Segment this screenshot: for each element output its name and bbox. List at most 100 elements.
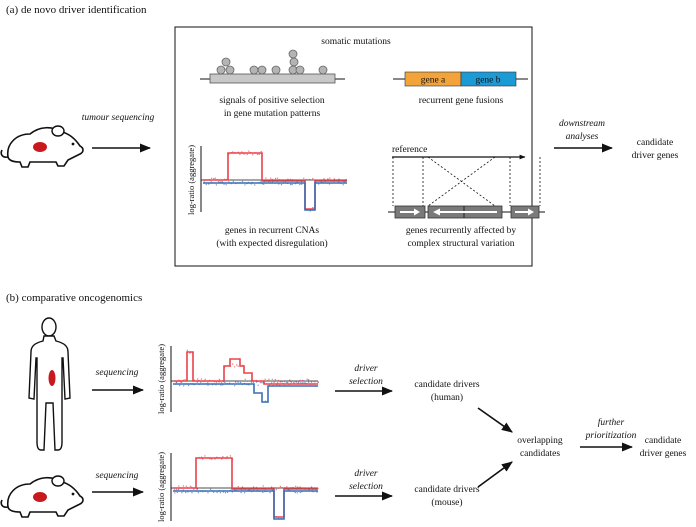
- cna-probe-dot: [178, 485, 180, 487]
- mouse-icon-a: [0, 125, 84, 168]
- cna-probe-dot: [186, 349, 189, 352]
- tumour-icon-a: [33, 142, 47, 152]
- cna-probe-dot: [252, 381, 255, 384]
- cna-probe-dot: [257, 384, 259, 386]
- cna-probe-dot: [278, 179, 281, 181]
- cna-probe-dot: [241, 486, 244, 488]
- cna-probe-dot: [270, 177, 272, 179]
- cna-probe-dot: [268, 378, 270, 380]
- cna-probe-dot: [215, 184, 218, 186]
- cna-probe-dot: [213, 177, 215, 180]
- cna-probe-dot: [256, 153, 259, 156]
- cna-probe-dot: [241, 180, 244, 183]
- cna-probe-dot: [185, 485, 187, 487]
- cna-probe-dot: [299, 184, 301, 186]
- cna-probe-dot: [302, 379, 304, 382]
- cna-probe-dot: [218, 378, 221, 381]
- cna-probe-dot: [254, 184, 256, 186]
- cna-a-loss-trace: [203, 182, 347, 211]
- candidates-mouse-2: (mouse): [431, 497, 462, 508]
- section-b-title: (b) comparative oncogenomics: [6, 292, 142, 304]
- cna-probe-dot: [196, 488, 199, 490]
- sequencing-human-label: sequencing: [96, 368, 139, 378]
- cna-mouse-gain-trace: [173, 457, 318, 518]
- cna-probe-dot: [252, 486, 255, 488]
- cna-probe-dot: [189, 485, 192, 487]
- driver-selection-human-2: selection: [349, 377, 383, 387]
- cna-probe-dot: [267, 379, 269, 382]
- cna-probe-dot: [284, 487, 286, 489]
- cna-probe-dot: [309, 178, 311, 181]
- cna-probe-dot: [207, 384, 209, 386]
- cna-human-dots: [174, 349, 319, 403]
- cna-probe-dot: [226, 491, 229, 494]
- cna-probe-dot: [226, 456, 228, 458]
- cna-probe-dot: [209, 488, 212, 490]
- cna-caption-1: genes in recurrent CNAs: [225, 226, 319, 236]
- cna-probe-dot: [289, 183, 292, 186]
- cna-panel-a: log-ratio (aggregate) genes in recurrent…: [186, 145, 347, 249]
- cna-probe-dot: [342, 184, 344, 186]
- cna-probe-dot: [173, 489, 176, 491]
- cna-probe-dot: [271, 378, 273, 380]
- cna-probe-dot: [246, 380, 248, 382]
- cna-probe-dot: [193, 488, 195, 490]
- mouse-icon-b: [0, 475, 84, 518]
- sv-caption-1: genes recurrently affected by: [406, 225, 517, 236]
- cna-probe-dot: [289, 178, 292, 181]
- cna-probe-dot: [176, 491, 178, 494]
- cna-probe-dot: [291, 183, 293, 186]
- cna-probe-dot: [196, 378, 199, 380]
- cna-probe-dot: [286, 381, 288, 384]
- cna-probe-dot: [276, 177, 279, 179]
- overlapping-2: candidates: [520, 449, 560, 459]
- cna-probe-dot: [279, 485, 282, 488]
- sv-mapping-lines: [392, 156, 541, 207]
- cna-probe-dot: [299, 379, 301, 382]
- driver-selection-human-1: driver: [354, 364, 378, 374]
- cna-probe-dot: [220, 382, 223, 384]
- cna-probe-dot: [317, 381, 319, 383]
- cna-probe-dot: [174, 492, 176, 494]
- cna-human-ylabel: log-ratio (aggregate): [156, 344, 166, 414]
- cna-probe-dot: [258, 153, 260, 155]
- mutations-caption-1: signals of positive selection: [219, 95, 325, 106]
- cna-probe-dot: [323, 178, 325, 180]
- cna-probe-dot: [279, 381, 282, 383]
- cna-probe-dot: [239, 153, 241, 156]
- cna-probe-dot: [299, 486, 301, 488]
- cna-probe-dot: [184, 378, 186, 381]
- cna-probe-dot: [307, 379, 310, 381]
- cna-probe-dot: [263, 183, 265, 185]
- cna-probe-dot: [269, 492, 271, 494]
- fusions-caption: recurrent gene fusions: [419, 95, 504, 106]
- cna-probe-dot: [219, 492, 222, 494]
- cna-probe-dot: [248, 380, 250, 382]
- cna-probe-dot: [310, 381, 313, 383]
- cna-probe-dot: [262, 491, 264, 494]
- cna-probe-dot: [244, 184, 246, 186]
- reference-label: reference: [392, 144, 427, 155]
- section-a-title: (a) de novo driver identification: [6, 4, 147, 16]
- cna-probe-dot: [175, 488, 178, 491]
- cna-probe-dot: [292, 179, 294, 181]
- gene-bar: [209, 73, 336, 84]
- cna-probe-dot: [234, 385, 236, 387]
- downstream-label-1: downstream: [559, 119, 605, 129]
- cna-probe-dot: [207, 492, 209, 494]
- cna-probe-dot: [271, 178, 273, 181]
- driver-selection-mouse-1: driver: [354, 469, 378, 479]
- tumour-icon-b: [33, 492, 47, 502]
- cna-probe-dot: [211, 458, 213, 460]
- gene-a-label: gene a: [421, 76, 446, 86]
- cna-probe-dot: [327, 178, 329, 180]
- mutations-caption-2: in gene mutation patterns: [224, 109, 321, 119]
- arrow-human-to-overlap: [477, 407, 513, 433]
- cna-caption-2: (with expected disregulation): [216, 238, 327, 249]
- cna-probe-dot: [239, 381, 242, 384]
- cna-probe-dot: [301, 183, 303, 185]
- cna-probe-dot: [233, 366, 236, 368]
- cna-probe-dot: [303, 177, 305, 179]
- cna-probe-dot: [224, 381, 226, 383]
